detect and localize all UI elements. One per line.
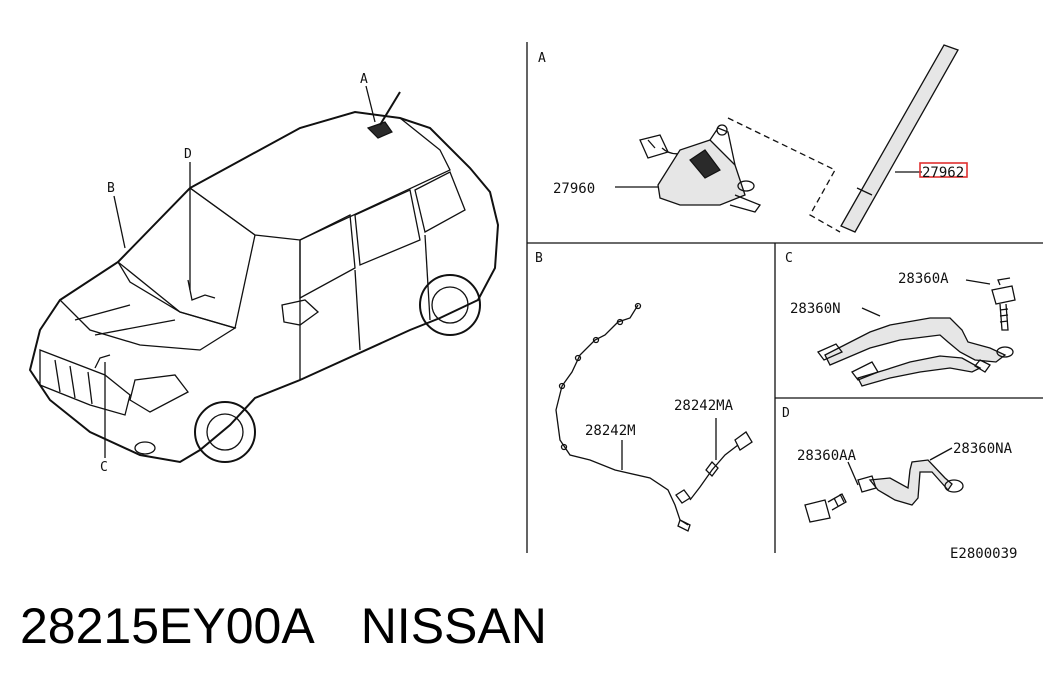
ground-strap-28360na-drawing [804, 459, 964, 523]
leader-28360a [965, 279, 991, 285]
section-label-c: C [785, 251, 793, 266]
part-label-28360na: 28360NA [953, 441, 1013, 457]
leader-28360na [929, 447, 953, 461]
leader-28360aa [847, 461, 859, 486]
antenna-base-drawing [639, 117, 841, 233]
section-label-d: D [782, 406, 790, 421]
leader-28360n [861, 307, 881, 317]
part-label-28242ma: 28242MA [674, 398, 734, 414]
parts-diagram: A B C D A 27960 27962 B [28, 42, 1043, 562]
caption: 28215EY00A NISSAN [20, 596, 547, 656]
section-label-a: A [538, 51, 546, 66]
callout-d: D [184, 147, 192, 162]
brand-name: NISSAN [360, 598, 547, 654]
part-label-27960: 27960 [553, 181, 595, 197]
highlight-box [919, 162, 968, 178]
panel-dividers [526, 42, 1043, 553]
ground-strap-28360n-drawing [816, 277, 1016, 387]
section-label-b: B [535, 251, 543, 266]
callout-c: C [100, 460, 108, 475]
cable-28242ma-drawing [689, 418, 753, 501]
antenna-mast-drawing [840, 44, 959, 233]
vehicle-illustration [28, 85, 500, 464]
part-label-28360n: 28360N [790, 301, 841, 317]
part-label-27962: 27962 [922, 165, 964, 181]
part-number: 28215EY00A [20, 598, 315, 654]
callout-a: A [360, 72, 368, 87]
part-label-28360aa: 28360AA [797, 448, 857, 464]
part-label-28360a: 28360A [898, 271, 949, 287]
cable-28242m-drawing [555, 302, 691, 532]
diagram-code: E2800039 [950, 546, 1017, 562]
callout-b: B [107, 181, 115, 196]
part-label-28242m: 28242M [585, 423, 636, 439]
